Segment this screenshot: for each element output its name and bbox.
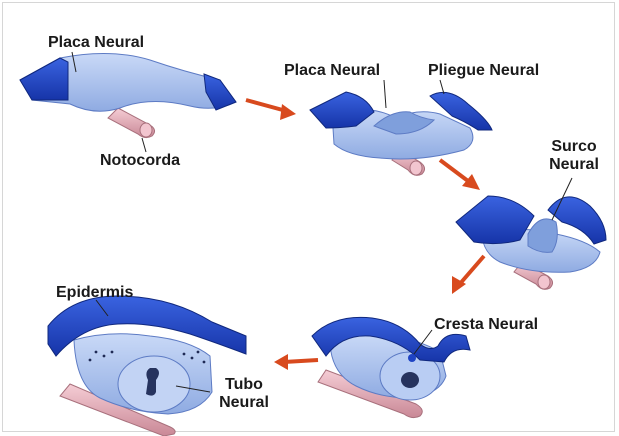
label-placa-neural-stage-1: Placa Neural xyxy=(48,34,144,52)
stage-5-neural-tube xyxy=(48,296,246,436)
label-surco-neural-line1: Surco xyxy=(542,138,606,156)
arrow-3 xyxy=(452,256,484,294)
plate-3-groove xyxy=(528,219,557,253)
pointer-pliegue xyxy=(440,80,444,94)
label-cresta-neural: Cresta Neural xyxy=(434,316,538,334)
notochord-1-end xyxy=(140,123,152,137)
arrow-2 xyxy=(440,160,480,190)
arrow-1 xyxy=(246,100,296,120)
stage-3-neural-groove xyxy=(456,178,606,289)
label-tubo-neural: Tubo Neural xyxy=(212,376,276,412)
tube-4-lumen xyxy=(401,372,419,388)
label-epidermis: Epidermis xyxy=(56,284,133,302)
pointer-notocorda xyxy=(142,138,146,152)
plate-1-left-ectoderm xyxy=(20,58,68,100)
label-tubo-neural-line1: Tubo xyxy=(212,376,276,394)
arrow-4 xyxy=(274,354,318,370)
fold-3-left xyxy=(456,196,534,244)
notochord-3-end xyxy=(538,275,550,289)
crest-cell-4 xyxy=(408,354,416,362)
stage-2-neural-folds xyxy=(310,80,492,175)
label-surco-neural: Surco Neural xyxy=(542,138,606,174)
label-tubo-neural-line2: Neural xyxy=(212,394,276,412)
label-pliegue-neural: Pliegue Neural xyxy=(428,62,539,80)
label-placa-neural-stage-2: Placa Neural xyxy=(284,62,380,80)
notochord-2-end xyxy=(410,161,422,175)
label-surco-neural-line2: Neural xyxy=(542,156,606,174)
stage-1-neural-plate xyxy=(20,52,236,152)
label-notocorda: Notocorda xyxy=(100,152,180,170)
pointer-placa-2 xyxy=(384,80,386,108)
